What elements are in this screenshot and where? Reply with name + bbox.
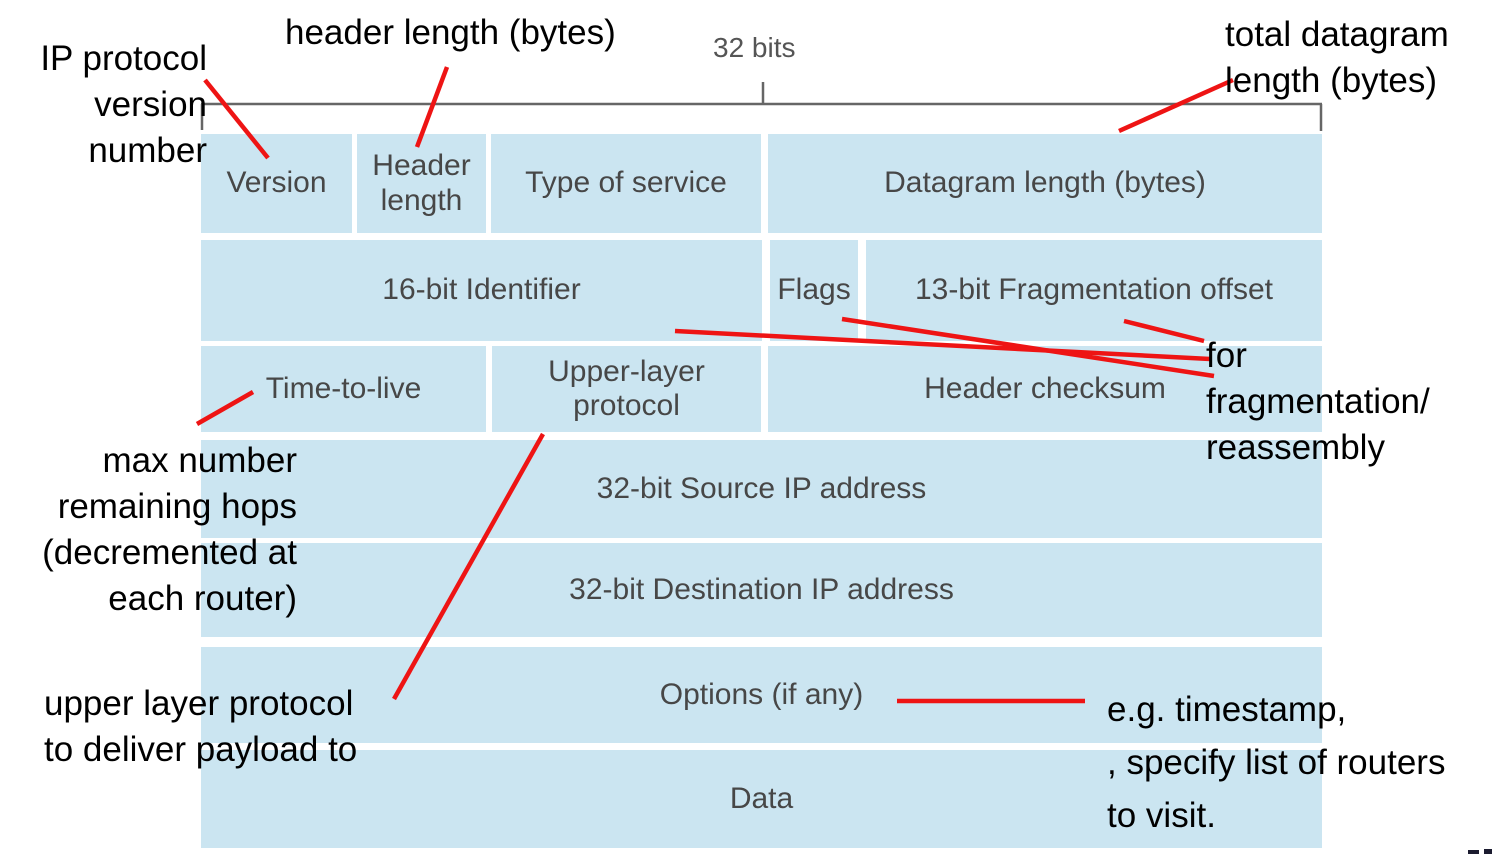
annotation-line: each router) <box>108 579 297 618</box>
annotation-line: max number <box>102 441 297 480</box>
annotation-total-datagram-length: total datagram length (bytes) <box>1225 12 1449 104</box>
leader-line-total-datagram-length <box>1118 77 1234 134</box>
annotation-line: total datagram <box>1225 15 1449 54</box>
annotation-line: length (bytes) <box>1225 61 1438 100</box>
annotation-line: , specify list of routers <box>1107 743 1446 782</box>
annotation-line: version <box>94 85 207 124</box>
annotation-line: to visit. <box>1107 796 1216 835</box>
field-cell-time-to-live: Time-to-live <box>201 346 486 432</box>
annotation-line: fragmentation/ <box>1206 382 1430 421</box>
annotation-options-examples: e.g. timestamp, , specify list of router… <box>1107 683 1445 842</box>
annotation-fragmentation-reassembly: for fragmentation/ reassembly <box>1206 333 1430 471</box>
field-cell-fragmentation-offset: 13-bit Fragmentation offset <box>866 240 1322 341</box>
field-cell-header-length: Header length <box>357 134 486 233</box>
field-cell-data: Data <box>201 750 1322 848</box>
annotation-line: number <box>88 131 207 170</box>
field-cell-options: Options (if any) <box>201 647 1322 743</box>
annotation-line: for <box>1206 336 1247 375</box>
field-cell-source-ip: 32-bit Source IP address <box>201 440 1322 538</box>
annotation-line: remaining hops <box>57 487 297 526</box>
field-cell-datagram-length: Datagram length (bytes) <box>768 134 1322 233</box>
ruler-32-bits-label: 32 bits <box>713 32 796 63</box>
field-cell-destination-ip: 32-bit Destination IP address <box>201 543 1322 637</box>
field-cell-upper-layer-protocol: Upper-layer protocol <box>492 346 761 432</box>
annotation-line: e.g. timestamp, <box>1107 690 1347 729</box>
annotation-ip-protocol-version: IP protocol version number <box>40 36 207 174</box>
field-cell-version: Version <box>201 134 352 233</box>
annotation-max-remaining-hops: max number remaining hops (decremented a… <box>42 438 297 622</box>
annotation-line: IP protocol <box>40 39 207 78</box>
annotation-upper-layer-protocol: upper layer protocol to deliver payload … <box>44 681 357 773</box>
field-cell-identifier: 16-bit Identifier <box>201 240 762 341</box>
page-number-partial-mark <box>1484 849 1492 854</box>
field-cell-flags: Flags <box>770 240 858 341</box>
annotation-line: upper layer protocol <box>44 684 354 723</box>
annotation-line: (decremented at <box>42 533 297 572</box>
page-number-partial-mark <box>1468 850 1479 854</box>
annotation-line: reassembly <box>1206 428 1385 467</box>
field-cell-type-of-service: Type of service <box>491 134 761 233</box>
annotation-header-length: header length (bytes) <box>285 13 616 52</box>
annotation-line: to deliver payload to <box>44 730 358 769</box>
